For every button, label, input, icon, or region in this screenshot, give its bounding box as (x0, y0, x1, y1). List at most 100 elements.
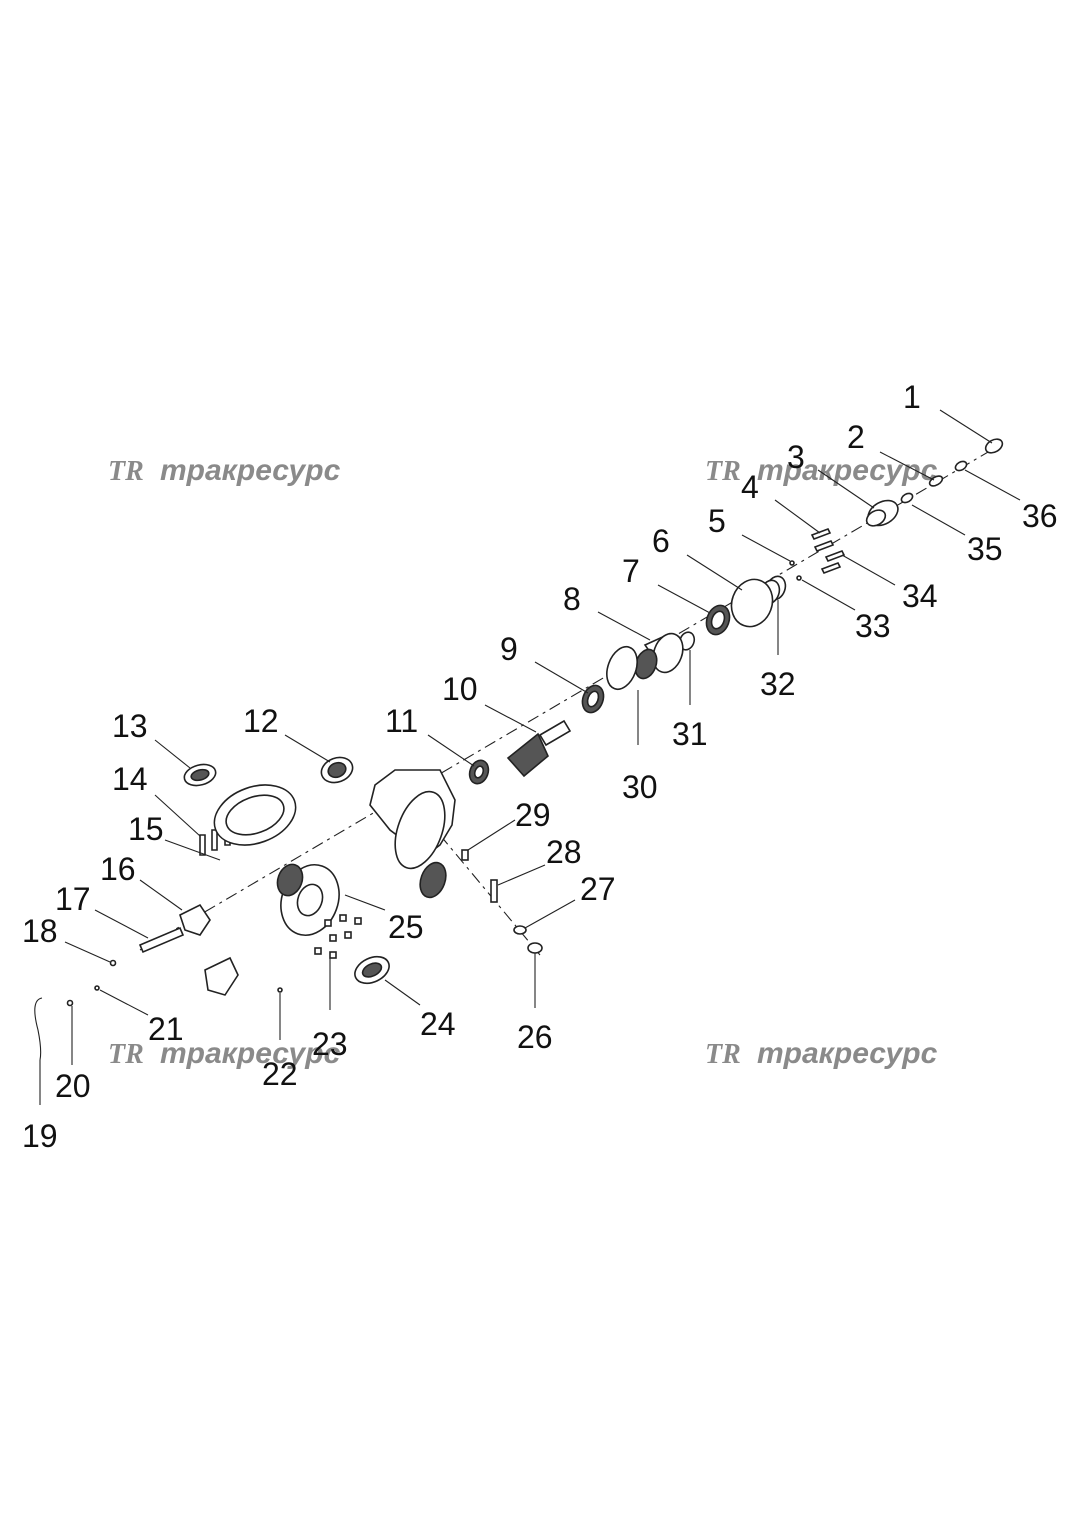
callout-1: 1 (903, 379, 921, 415)
callout-4: 4 (741, 469, 759, 505)
watermark-logo: TR (705, 456, 741, 487)
callout-24: 24 (420, 1006, 456, 1042)
callout-13: 13 (112, 708, 148, 744)
callout-32: 32 (760, 666, 796, 702)
part-28-sensor (490, 879, 498, 903)
leader-1 (939, 409, 993, 444)
callout-22: 22 (262, 1056, 298, 1092)
leader-10 (484, 704, 537, 733)
part-7-bearing (705, 604, 731, 636)
part-23-blocks (314, 914, 362, 959)
watermark-logo: TR (705, 1039, 741, 1070)
part-20-screw (66, 999, 74, 1007)
leader-17 (94, 909, 149, 939)
leader-4 (774, 499, 821, 534)
part-36-washer (954, 460, 968, 472)
part-bracket-assembly (204, 956, 239, 996)
watermark-logo: TR (108, 456, 144, 487)
leader-11 (427, 734, 475, 767)
callout-18: 18 (22, 913, 58, 949)
part-carrier-housing (369, 769, 456, 899)
part-21-ring (94, 985, 100, 991)
leader-29 (467, 819, 516, 851)
leader-9 (534, 661, 589, 694)
part-13-bearing (183, 763, 217, 787)
callout-25: 25 (388, 909, 424, 945)
callout-9: 9 (500, 631, 518, 667)
callout-20: 20 (55, 1068, 91, 1104)
leader-18 (64, 941, 111, 963)
callout-35: 35 (967, 531, 1003, 567)
leader-13 (154, 739, 191, 769)
part-6-cover (730, 578, 774, 628)
callout-36: 36 (1022, 498, 1058, 534)
part-16-bracket (179, 903, 211, 936)
callout-17: 17 (55, 881, 91, 917)
callout-23: 23 (312, 1026, 348, 1062)
part-25-differential (276, 863, 340, 936)
part-8-bearing-housing (634, 632, 684, 680)
leader-35 (911, 504, 966, 536)
watermark-text: тракресурс (160, 454, 341, 487)
leader-16 (139, 879, 183, 911)
part-1-nut (984, 438, 1004, 454)
part-4-bolts (810, 527, 846, 575)
drain-plug-axis (439, 834, 541, 956)
watermark-bottom-left: TR тракресурс (108, 1037, 341, 1070)
leader-lines (39, 409, 1021, 1105)
part-19-bracket (34, 997, 43, 1061)
part-9-bearing (581, 684, 605, 714)
part-35-oring (900, 492, 914, 504)
leader-33 (801, 579, 856, 611)
leader-21 (99, 989, 149, 1016)
leader-3 (817, 469, 875, 509)
callout-7: 7 (622, 553, 640, 589)
part-24-bearing (354, 955, 390, 985)
part-30-shim (606, 645, 638, 691)
leader-2 (879, 451, 935, 481)
callout-27: 27 (580, 871, 616, 907)
callout-2: 2 (847, 419, 865, 455)
callout-11: 11 (385, 703, 418, 739)
callout-15: 15 (128, 811, 164, 847)
callout-3: 3 (787, 439, 805, 475)
leader-5 (741, 534, 791, 562)
leader-12 (284, 734, 331, 763)
part-3-flange (865, 499, 899, 527)
callout-33: 33 (855, 608, 891, 644)
callout-16: 16 (100, 851, 136, 887)
part-18-clip (109, 959, 117, 967)
part-2-seal (928, 475, 944, 487)
watermark-text: тракресурс (160, 1037, 341, 1070)
part-29-plug (461, 849, 469, 861)
callout-10: 10 (442, 671, 478, 707)
watermark-top-left: TR тракресурс (108, 454, 341, 487)
part-26-plug (527, 942, 543, 954)
assembly-axis (139, 444, 1001, 951)
callout-31: 31 (672, 716, 708, 752)
callout-26: 26 (517, 1019, 553, 1055)
callout-30: 30 (622, 769, 658, 805)
part-5-pin (789, 560, 795, 566)
callout-8: 8 (563, 581, 581, 617)
part-33-pin (796, 575, 802, 581)
watermark-logo: TR (108, 1039, 144, 1070)
leader-25 (344, 894, 386, 911)
leader-8 (597, 611, 651, 641)
callout-14: 14 (112, 761, 148, 797)
part-17-pin (138, 926, 185, 954)
part-27-washer (513, 925, 527, 935)
leader-14 (154, 794, 201, 837)
callout-29: 29 (515, 797, 551, 833)
part-12-bearing (320, 756, 354, 784)
part-10-pinion (506, 719, 572, 778)
part-22-pin (277, 987, 283, 993)
callout-12: 12 (243, 703, 279, 739)
callout-21: 21 (148, 1011, 184, 1047)
callout-6: 6 (652, 523, 670, 559)
part-15-ring-gear (213, 784, 297, 846)
callout-labels: 1 2 3 4 5 6 7 8 9 10 11 12 13 14 15 16 1… (22, 379, 1058, 1154)
leader-34 (841, 554, 896, 586)
parts (34, 438, 1004, 1061)
watermark-top-right: TR тракресурс (705, 454, 938, 487)
